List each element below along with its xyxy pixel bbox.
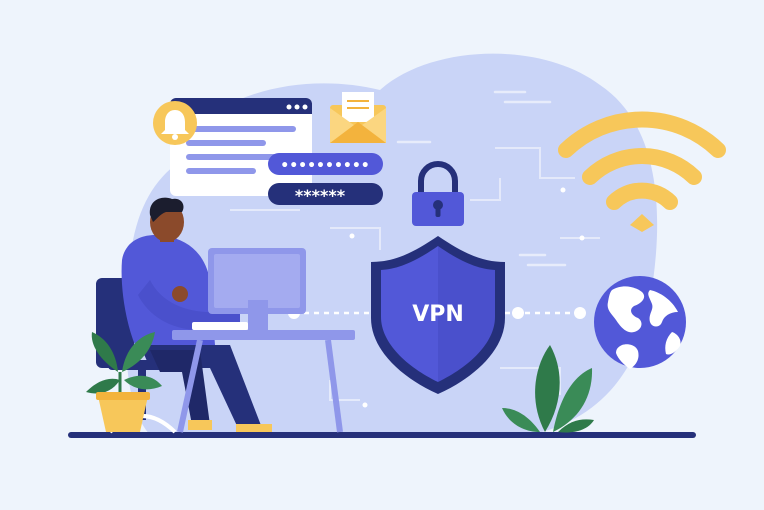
envelope-icon [330, 92, 386, 143]
potted-plant-icon [86, 332, 162, 432]
username-field: •••••••••• [268, 153, 383, 175]
padlock-icon [412, 161, 464, 226]
desk [172, 330, 355, 433]
dash-marks [396, 90, 567, 267]
bell-icon [153, 101, 197, 145]
plant-right [502, 345, 594, 433]
floor-line [68, 432, 696, 438]
connection-line-right [505, 307, 586, 319]
shield-icon: VPN [371, 236, 505, 394]
password-field: ****** [268, 183, 383, 205]
wifi-icon [558, 111, 726, 232]
circuit-lines [230, 147, 600, 401]
monitor-icon [192, 248, 306, 330]
globe-icon [594, 276, 686, 369]
username-mask: •••••••••• [280, 158, 369, 174]
shield-label: VPN [412, 302, 464, 327]
password-mask: ****** [295, 186, 346, 205]
